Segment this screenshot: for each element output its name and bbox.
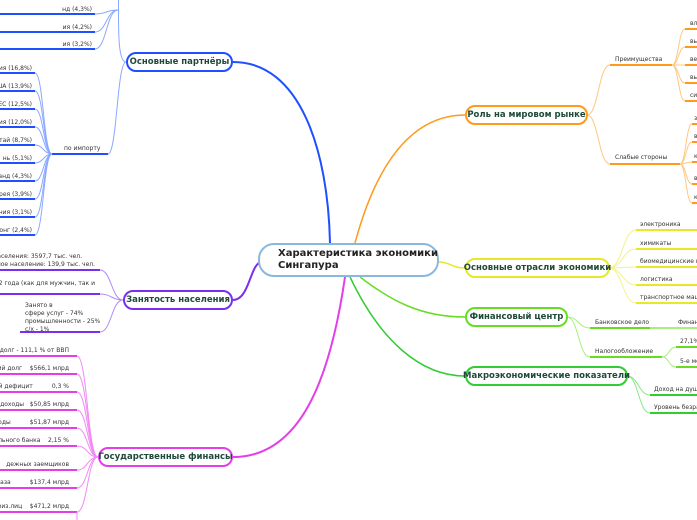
connector: [661, 346, 677, 358]
gov-finance-item[interactable]: ый дефицит 0,3 %: [0, 383, 69, 390]
connector: [566, 316, 591, 358]
tax-item[interactable]: 27,1%: [680, 338, 697, 345]
connector: [76, 427, 99, 458]
connector: [679, 163, 693, 204]
gov-finance-item[interactable]: физ.лиц $471,2 млрд: [0, 503, 69, 510]
export-partner[interactable]: ия (3,2%): [62, 41, 92, 48]
connector: [661, 356, 677, 368]
import-partner[interactable]: нь (5,1%): [2, 155, 32, 162]
connector: [76, 456, 99, 513]
advantages-label[interactable]: Преимущества: [615, 56, 663, 63]
weaknesses-label[interactable]: Слабые стороны: [615, 154, 668, 161]
connector: [679, 141, 693, 165]
connector: [76, 409, 99, 458]
weakness-item[interactable]: в: [694, 175, 697, 182]
import-partner[interactable]: ША (13,9%): [0, 83, 32, 90]
import-partner[interactable]: ия (16,8%): [0, 65, 32, 72]
weakness-item[interactable]: з: [694, 115, 697, 122]
tax-label[interactable]: Налогообложение: [595, 348, 654, 355]
tax-item[interactable]: 5-е ме: [680, 358, 697, 365]
connector: [349, 276, 466, 377]
connector: [232, 61, 331, 244]
connector: [608, 248, 637, 269]
sector-item[interactable]: логистика: [640, 276, 673, 283]
import-partner[interactable]: ЕС (12,5%): [0, 101, 32, 108]
gov-finance-item[interactable]: сходы $51,87 млрд: [0, 419, 69, 426]
connector: [99, 299, 124, 333]
topic-sectors[interactable]: Основные отрасли экономики: [464, 258, 611, 278]
connector: [232, 261, 263, 301]
banking-label[interactable]: Банковское дело: [595, 319, 650, 326]
import-label[interactable]: по импорту: [64, 145, 101, 152]
import-partner[interactable]: анд (4,3%): [0, 173, 32, 180]
connector: [232, 276, 346, 458]
macro-item[interactable]: Уровень безраб: [654, 404, 697, 411]
connector: [76, 373, 99, 458]
gov-finance-item[interactable]: я база $137,4 млрд: [0, 479, 69, 486]
import-partner[interactable]: онг (2,4%): [0, 227, 32, 234]
employment-item[interactable]: Занято в сфере услуг - 74% промышленност…: [25, 302, 101, 333]
employment-item[interactable]: 62 года (как для мужчин, так и: [0, 280, 95, 287]
weakness-item[interactable]: к: [694, 194, 697, 201]
gov-finance-item[interactable]: ые доходы $50,85 млрд: [0, 401, 69, 408]
connector: [118, 0, 127, 63]
connector: [354, 114, 466, 244]
gov-finance-item[interactable]: дежных заемщиков: [6, 461, 69, 468]
topic-partners[interactable]: Основные партнёры: [126, 52, 233, 72]
connector: [34, 90, 53, 155]
employment-item[interactable]: населения: 3597,7 тыс. чел. тное населен…: [0, 253, 95, 268]
connector: [626, 375, 651, 396]
topic-macro[interactable]: Макроэкономические показатели: [463, 366, 630, 386]
gov-finance-item[interactable]: й долг - 111,1 % от ВВП: [0, 347, 69, 354]
weakness-item[interactable]: в: [694, 133, 697, 140]
connector: [34, 126, 53, 155]
connector: [608, 229, 637, 269]
export-partner[interactable]: ия (4,2%): [62, 24, 92, 31]
macro-item[interactable]: Доход на душу: [654, 386, 697, 393]
connector: [99, 269, 124, 301]
central-topic[interactable]: Характеристика экономики Сингапура: [258, 243, 439, 277]
connector: [359, 276, 466, 318]
connector: [99, 293, 124, 301]
topic-employment[interactable]: Занятость населения: [123, 290, 233, 310]
connector: [34, 108, 53, 155]
connector: [438, 261, 466, 269]
sector-item[interactable]: химикаты: [640, 240, 672, 247]
advantage-item[interactable]: си: [690, 92, 697, 99]
sector-item[interactable]: биомедицинские на: [640, 258, 697, 265]
connector: [586, 114, 611, 165]
connector: [34, 153, 53, 218]
connector: [608, 267, 637, 304]
connector: [626, 375, 651, 414]
weakness-item[interactable]: к: [694, 153, 697, 160]
connector: [34, 153, 53, 236]
topic-financial-center[interactable]: Финансовый центр: [465, 307, 568, 327]
connector: [671, 64, 686, 102]
connector: [586, 64, 611, 116]
advantage-item[interactable]: вл: [690, 20, 697, 27]
connector: [94, 9, 119, 50]
gov-finance-item[interactable]: ний долг $566,1 млрд: [0, 365, 69, 372]
topic-gov-finance[interactable]: Государственные финансы: [98, 447, 233, 467]
import-partner[interactable]: ия (12,0%): [0, 119, 32, 126]
connector: [107, 61, 127, 155]
connector: [679, 123, 693, 165]
import-partner[interactable]: тай (8,7%): [0, 137, 32, 144]
connector: [608, 267, 637, 286]
advantage-item[interactable]: ве: [690, 56, 697, 63]
advantage-item[interactable]: вы: [690, 38, 697, 45]
sector-item[interactable]: электроника: [640, 221, 681, 228]
connector: [671, 46, 686, 66]
export-partner[interactable]: нд (4,3%): [62, 6, 92, 13]
gov-finance-item[interactable]: рального банка 2,15 %: [0, 437, 69, 444]
advantage-item[interactable]: вы: [690, 74, 697, 81]
connector: [671, 28, 686, 66]
import-partner[interactable]: ания (3,1%): [0, 209, 32, 216]
connector: [76, 445, 99, 458]
sector-item[interactable]: транспортное маши: [640, 294, 697, 301]
import-partner[interactable]: рея (3,9%): [0, 191, 32, 198]
banking-item[interactable]: Финансо: [678, 319, 697, 326]
topic-world-role[interactable]: Роль на мировом рынке: [465, 105, 588, 125]
